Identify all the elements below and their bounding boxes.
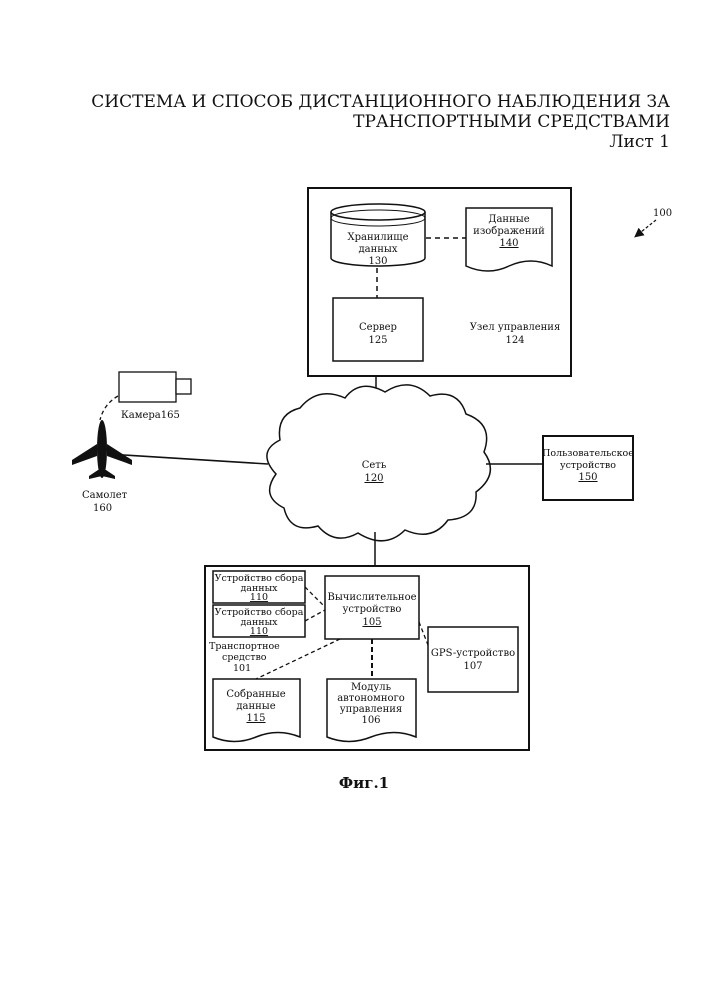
computing-label-2: устройство bbox=[343, 604, 402, 615]
user-device-number: 150 bbox=[578, 472, 597, 483]
collected-label-1: Собранные bbox=[226, 689, 285, 700]
airplane-number: 160 bbox=[93, 503, 112, 514]
airplane-label: Самолет bbox=[82, 490, 128, 501]
autonomous-label-3: управления bbox=[340, 704, 402, 715]
server-label: Сервер bbox=[359, 322, 397, 333]
figure-caption: Фиг.1 bbox=[339, 774, 389, 792]
network-number: 120 bbox=[364, 473, 383, 484]
image-data-label-2: изображений bbox=[473, 226, 545, 237]
airplane-icon bbox=[72, 420, 132, 479]
vehicle-number: 101 bbox=[233, 663, 251, 674]
collected-data-document: Собранные данные 115 bbox=[213, 679, 300, 742]
storage-label-2: данных bbox=[358, 244, 397, 255]
collector2-computing-link bbox=[305, 610, 325, 621]
autonomous-label-2: автономного bbox=[337, 693, 405, 704]
image-data-document: Данные изображений 140 bbox=[466, 208, 552, 271]
autonomous-module-document: Модуль автономного управления 106 bbox=[327, 679, 416, 742]
user-device-label-1: Пользовательское bbox=[542, 448, 634, 459]
gps-label: GPS-устройство bbox=[431, 648, 515, 659]
storage-label-1: Хранилище bbox=[347, 232, 408, 243]
vehicle-label-1: Транспортное bbox=[209, 641, 280, 652]
data-storage-cylinder: Хранилище данных 130 bbox=[331, 204, 425, 267]
image-data-number: 140 bbox=[499, 238, 518, 249]
camera-number: 165 bbox=[161, 410, 180, 421]
vehicle-label-2: средство bbox=[222, 652, 267, 663]
camera-airplane-dashed-link bbox=[100, 396, 118, 420]
network-label: Сеть bbox=[362, 460, 387, 471]
computing-number: 105 bbox=[362, 617, 381, 628]
camera-label-text: Камера bbox=[121, 410, 161, 421]
camera-icon bbox=[119, 372, 191, 402]
autonomous-label-1: Модуль bbox=[351, 682, 392, 693]
autonomous-number: 106 bbox=[361, 715, 380, 726]
network-cloud: Сеть 120 bbox=[267, 385, 490, 541]
control-node-number: 124 bbox=[505, 335, 524, 346]
control-node-label: Узел управления bbox=[470, 322, 561, 333]
collector-1-number: 110 bbox=[250, 592, 268, 603]
gps-device-box bbox=[428, 627, 518, 692]
storage-number: 130 bbox=[368, 256, 387, 267]
image-data-label-1: Данные bbox=[488, 214, 529, 225]
collected-number: 115 bbox=[246, 713, 265, 724]
user-device-label-2: устройство bbox=[560, 460, 616, 471]
collected-label-2: данные bbox=[236, 701, 275, 712]
figure-ref-arrow bbox=[636, 220, 656, 236]
figure-ref-label: 100 bbox=[653, 208, 672, 219]
camera-label: Камера165 bbox=[121, 410, 180, 421]
computing-gps-link bbox=[419, 622, 428, 645]
server-number: 125 bbox=[368, 335, 387, 346]
collector-2-number: 110 bbox=[250, 626, 268, 637]
gps-number: 107 bbox=[463, 661, 482, 672]
computing-label-1: Вычислительное bbox=[327, 592, 416, 603]
collector1-computing-link bbox=[305, 587, 325, 607]
